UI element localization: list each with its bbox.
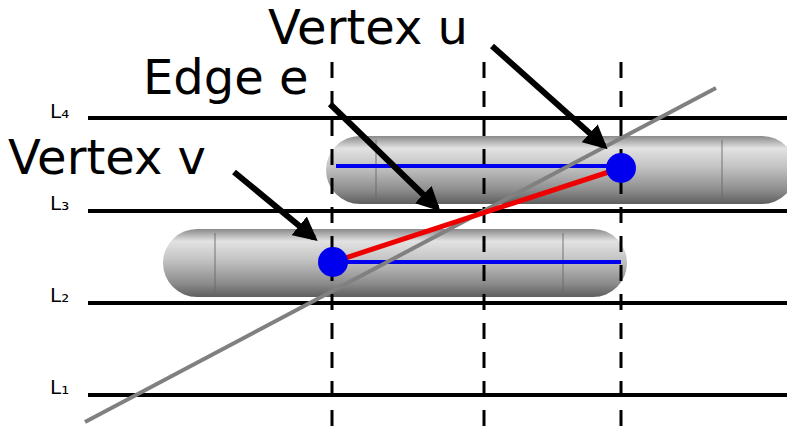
vertex-dot [606,153,636,183]
callout-label: Edge e [143,50,309,105]
dashed-lines [332,62,621,428]
layer-label: L₁ [50,376,69,399]
dashed-line [331,62,334,428]
layer-line [88,393,787,397]
blue-segment [333,260,621,264]
callout-label: Vertex u [268,0,468,55]
vertex-dot [318,247,348,277]
blue-segment [336,164,621,168]
callout-arrow [234,172,314,238]
layer-label: L₃ [50,192,69,215]
callout-label: Vertex v [8,130,206,185]
edge-line [333,168,621,262]
layer-line [88,301,787,305]
capsule-seams [215,140,722,293]
layer-label: L₂ [50,284,69,307]
dashed-line [620,62,623,428]
layer-line [88,116,787,120]
dashed-line [483,62,486,428]
layer-label: L₄ [50,100,69,123]
callout-arrow [330,104,437,208]
callout-arrow [492,46,604,146]
layer-line [88,209,787,213]
